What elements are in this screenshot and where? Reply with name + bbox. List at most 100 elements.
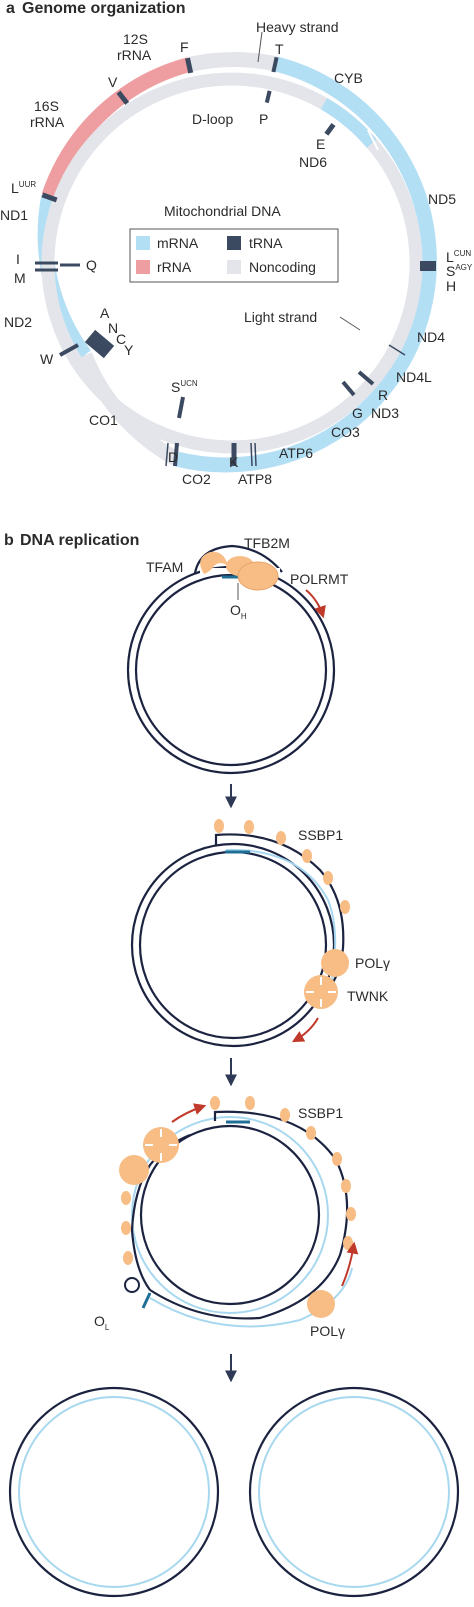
twnk-notches	[306, 977, 336, 1007]
label-tfam: TFAM	[146, 559, 183, 575]
label-polg-1: POLγ	[355, 955, 390, 971]
tfam-protein	[200, 551, 228, 574]
polg-protein-2	[321, 949, 349, 977]
stage-initiation: TFAM TFB2M POLRMT OH	[126, 535, 349, 775]
label-ol: OL	[94, 1313, 110, 1332]
ssbp1-protein	[323, 871, 333, 885]
panel-a-title: Genome organization	[22, 0, 186, 17]
label-g: G	[352, 405, 363, 421]
label-atp6: ATP6	[279, 445, 313, 461]
trna-e-tick	[324, 123, 336, 136]
panel-a: a Genome organization	[0, 0, 473, 487]
label-twnk: TWNK	[347, 988, 389, 1004]
label-nd2: ND2	[4, 314, 32, 330]
gene-boundary-atp2	[254, 442, 257, 467]
label-d-loop: D-loop	[192, 111, 233, 127]
heavy-strand-label: Heavy strand	[256, 19, 338, 35]
daughter-1-inner	[18, 1396, 210, 1588]
label-12s-line2: rRNA	[117, 47, 152, 63]
daughter-2-inner	[258, 1396, 450, 1588]
legend-label-mrna: mRNA	[157, 235, 199, 251]
ssbp1-protein	[210, 1096, 220, 1110]
heavy-elongation-arrow	[171, 1103, 207, 1123]
ring-nd6-light	[320, 97, 377, 148]
label-q: Q	[86, 257, 97, 273]
primer-ol	[141, 1292, 152, 1309]
plasmid-inner-strand	[134, 573, 328, 767]
ring-mrna-right	[174, 56, 437, 473]
parent-inner-strand-3	[139, 1124, 321, 1306]
gene-boundary-atp	[250, 442, 253, 467]
polg-protein-3a	[119, 1155, 149, 1185]
legend-swatch-rrna	[136, 260, 150, 274]
ssbp1-protein	[332, 1152, 342, 1166]
trna-ancy-tick	[84, 329, 115, 359]
label-p: P	[259, 111, 268, 127]
nascent-strand-2	[225, 848, 337, 981]
trna-p-tick	[264, 90, 272, 104]
gene-boundary-co2	[165, 442, 169, 467]
label-m: M	[14, 270, 26, 286]
label-polg-2: POLγ	[310, 1323, 345, 1339]
light-strand-leader	[339, 316, 361, 331]
ssbp1-protein	[306, 1126, 316, 1140]
trna-g-tick	[341, 380, 356, 397]
legend-label-noncoding: Noncoding	[249, 259, 316, 275]
stage-daughters	[8, 1386, 460, 1598]
label-co1: CO1	[89, 412, 118, 428]
label-sucn: SUCN	[171, 379, 198, 395]
ol-hairpin	[124, 1277, 140, 1293]
legend-label-rrna: rRNA	[157, 259, 192, 275]
trna-t-tick	[271, 56, 279, 73]
twnk-protein	[304, 975, 338, 1009]
label-cyb: CYB	[334, 70, 363, 86]
stage-light-strand: SSBP1 OL POLγ	[94, 1096, 359, 1339]
label-tfb2m: TFB2M	[244, 535, 290, 551]
panel-b-title: DNA replication	[20, 532, 139, 549]
label-k: K	[229, 454, 239, 470]
ring-noncoding-top	[187, 52, 278, 72]
label-r: R	[378, 387, 388, 403]
legend-swatch-noncoding	[227, 260, 241, 274]
light-elongation-arrow	[341, 1241, 359, 1287]
ssbp1-protein	[245, 1096, 255, 1110]
label-f: F	[180, 39, 189, 55]
label-oh: OH	[230, 602, 247, 621]
trna-d-tick	[173, 442, 179, 467]
label-16s-line2: rRNA	[30, 114, 65, 130]
label-ssbp1-1: SSBP1	[298, 827, 343, 843]
legend-swatch-mrna	[136, 236, 150, 250]
heavy-strand-leader	[257, 31, 263, 63]
label-atp8: ATP8	[238, 471, 272, 487]
label-y: Y	[124, 342, 134, 358]
gene-labels: Heavy strand 12S rRNA F T CYB V 16S rRNA…	[0, 19, 473, 487]
trna-ticks	[35, 56, 436, 467]
label-nd3: ND3	[371, 405, 399, 421]
label-co2: CO2	[182, 471, 211, 487]
panel-b-letter: b	[4, 532, 14, 549]
label-12s-line1: 12S	[123, 31, 148, 47]
label-luur: LUUR	[11, 180, 36, 196]
label-nd5: ND5	[428, 191, 456, 207]
displaced-strand-2	[214, 833, 345, 1001]
ssbp1-protein	[214, 819, 224, 833]
label-16s-line1: 16S	[34, 98, 59, 114]
ssbp1-protein	[302, 849, 312, 863]
legend-swatch-trna	[227, 236, 241, 250]
legend-title: Mitochondrial DNA	[164, 203, 281, 219]
ssbp1-protein	[280, 1108, 290, 1122]
nascent-heavy-3	[131, 1116, 329, 1314]
ssbp1-protein	[276, 831, 286, 845]
ssbp1-protein	[121, 1191, 131, 1205]
ssbp1-protein	[244, 820, 254, 834]
gene-boundary-nd6	[367, 129, 379, 151]
trna-sucn-tick	[177, 396, 185, 419]
transcription-arrow	[305, 589, 326, 619]
gene-boundary-nd4	[388, 344, 406, 356]
trna-w-tick	[59, 343, 79, 357]
label-d: D	[168, 449, 178, 465]
legend-label-trna: tRNA	[249, 235, 283, 251]
ring-rrna	[41, 57, 192, 199]
ssbp1-protein	[346, 1207, 356, 1221]
